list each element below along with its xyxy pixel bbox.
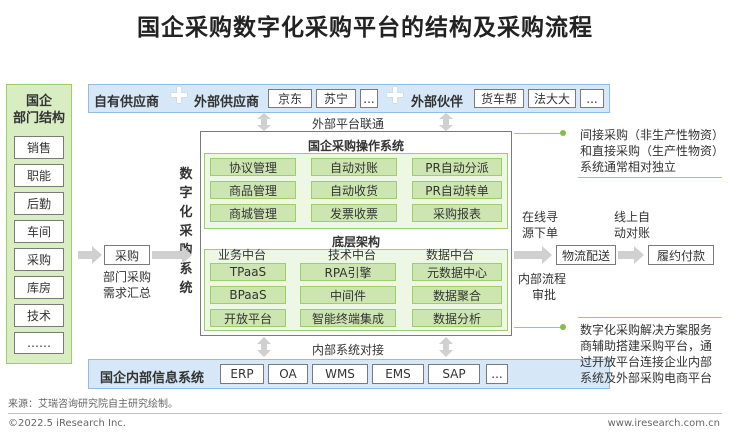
double-arrow-icon [439, 113, 453, 131]
right-arrow-icon [634, 246, 644, 264]
double-arrow-icon [257, 337, 271, 357]
supplier-suning: 苏宁 [316, 89, 356, 108]
dept-demand-line2: 需求汇总 [103, 286, 152, 300]
department-item-procurement: 采购 [14, 248, 64, 271]
ops-system-title: 国企采购操作系统 [307, 139, 404, 153]
double-arrow-icon [257, 113, 271, 131]
auto-reconcile-line1: 线上自 [614, 210, 651, 224]
base-item-middleware: 中间件 [300, 286, 396, 304]
note-bottom-line3: 过开放平台连接企业内部 [580, 355, 713, 369]
partner-fadada: 法大大 [528, 89, 576, 108]
plus-icon: ✚ [170, 84, 189, 109]
department-item-warehouse: 库房 [14, 276, 64, 299]
right-arrow-icon [92, 246, 102, 264]
department-panel-title-line2: 部门结构 [12, 111, 65, 126]
partner-huochebang: 货车帮 [474, 89, 524, 108]
system-more: ... [486, 364, 508, 384]
department-item-etc: …… [14, 332, 64, 354]
system-erp: ERP [220, 364, 264, 384]
dept-demand-line1: 部门采购 [103, 270, 152, 284]
system-sap: SAP [428, 364, 480, 384]
note-connector [514, 327, 562, 328]
arrow-shaft [514, 251, 542, 259]
note-divider [578, 177, 722, 178]
note-top-line3: 系统通常相对独立 [580, 160, 677, 174]
note-bottom-line4: 系统及外部采购电商平台 [580, 371, 713, 385]
arrow-shaft [618, 251, 634, 259]
base-item-tpaas: TPaaS [210, 263, 286, 281]
ops-item-pr-dispatch: PR自动分派 [412, 158, 502, 176]
arrow-shaft [78, 251, 92, 259]
ops-item-invoice: 发票收票 [311, 204, 397, 222]
supplier-more: ... [360, 89, 378, 108]
system-oa: OA [268, 364, 308, 384]
base-col-tech: 技术中台 [328, 248, 377, 262]
arrow-shaft [152, 251, 182, 259]
department-item-logistics: 后勤 [14, 192, 64, 215]
note-bullet [560, 130, 566, 136]
procure-box: 采购 [104, 245, 150, 265]
online-order-line1: 在线寻 [522, 210, 559, 224]
base-title: 底层架构 [331, 235, 380, 249]
base-col-data: 数据中台 [426, 248, 475, 262]
partner-more: ... [580, 89, 604, 108]
internal-approval-line2: 审批 [532, 288, 557, 302]
right-arrow-icon [542, 246, 552, 264]
double-arrow-icon [439, 337, 453, 357]
department-item-technology: 技术 [14, 304, 64, 327]
external-partner-label: 外部伙伴 [411, 95, 464, 110]
supplier-jd: 京东 [268, 89, 312, 108]
ops-item-agreement: 协议管理 [210, 158, 296, 176]
footer-website: www.iresearch.com.cn [607, 418, 720, 429]
internal-approval-line1: 内部流程 [518, 272, 567, 286]
own-supplier-label: 自有供应商 [94, 95, 160, 110]
online-order-line2: 源下单 [522, 226, 559, 240]
ops-item-mall: 商城管理 [210, 204, 296, 222]
base-item-analysis: 数据分析 [412, 309, 502, 327]
logistics-box: 物流配送 [556, 245, 616, 265]
footer-copyright: ©2022.5 iResearch Inc. [8, 418, 126, 429]
system-wms: WMS [312, 364, 368, 384]
auto-reconcile-line2: 动对账 [614, 226, 651, 240]
ops-item-report: 采购报表 [412, 204, 502, 222]
note-top-line2: 和直接采购（生产性物资） [580, 144, 725, 158]
base-item-bpaas: BPaaS [210, 286, 286, 304]
note-top-line1: 间接采购（非生产性物资） [580, 128, 725, 142]
payment-box: 履约付款 [648, 245, 714, 265]
department-item-function: 职能 [14, 164, 64, 187]
note-bottom-line2: 商辅助搭建采购平台，通 [580, 339, 713, 353]
base-item-terminal: 智能终端集成 [300, 309, 396, 327]
note-bullet [560, 324, 566, 330]
right-arrow-icon [182, 246, 192, 264]
page-title: 国企采购数字化采购平台的结构及采购流程 [137, 15, 593, 41]
base-item-metadata: 元数据中心 [412, 263, 502, 281]
external-supplier-label: 外部供应商 [194, 95, 260, 110]
note-divider [578, 317, 722, 318]
note-bottom-line1: 数字化采购解决方案服务 [580, 323, 713, 337]
note-connector [514, 133, 562, 134]
external-link-label: 外部平台联通 [312, 117, 385, 131]
system-ems: EMS [372, 364, 424, 384]
ops-item-product: 商品管理 [210, 181, 296, 199]
base-item-open-platform: 开放平台 [210, 309, 286, 327]
ops-item-auto-reconcile: 自动对账 [311, 158, 397, 176]
department-panel-title-line1: 国企 [25, 94, 52, 109]
digital-procurement-system-label: 数 字 化 采 购 系 统 [179, 167, 193, 296]
ops-item-auto-receive: 自动收货 [311, 181, 397, 199]
department-item-sales: 销售 [14, 136, 64, 159]
base-item-rpa: RPA引擎 [300, 263, 396, 281]
base-col-business: 业务中台 [218, 248, 267, 262]
internal-link-label: 内部系统对接 [312, 343, 385, 357]
footer-divider [8, 413, 722, 414]
ops-item-pr-convert: PR自动转单 [412, 181, 502, 199]
department-item-workshop: 车间 [14, 220, 64, 243]
source-note: 来源：艾瑞咨询研究院自主研究绘制。 [8, 399, 178, 410]
base-item-data-agg: 数据聚合 [412, 286, 502, 304]
plus-icon: ✚ [386, 84, 405, 109]
internal-system-label: 国企内部信息系统 [100, 371, 205, 386]
